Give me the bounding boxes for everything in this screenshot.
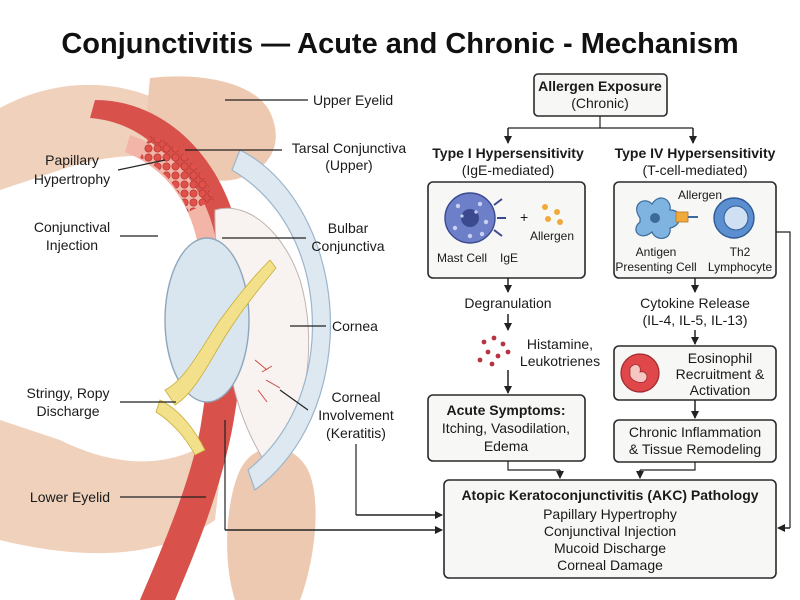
label-th2-1: Th2	[730, 245, 751, 259]
histamine-dots-icon	[477, 335, 511, 367]
acute-title: Acute Symptoms:	[446, 402, 565, 418]
label-th2-2: Lymphocyte	[708, 260, 773, 274]
label-cytokine-1: Cytokine Release	[640, 295, 750, 311]
cornea-dome	[231, 149, 332, 491]
label-tarsal-1: Tarsal Conjunctiva	[292, 140, 407, 156]
label-eos-2: Recruitment &	[676, 366, 765, 382]
acute-symptoms-box	[427, 394, 586, 462]
chronic-to-akc-connector	[640, 462, 696, 471]
lower-contour	[0, 420, 225, 554]
label-allergen-top: Allergen	[678, 188, 722, 202]
allergen-dots-icon	[542, 204, 563, 225]
label-cornea: Cornea	[332, 318, 378, 334]
label-apc-1: Antigen	[636, 245, 677, 259]
stringy-discharge-2	[155, 399, 206, 456]
th2-icon	[713, 197, 755, 239]
eye-anatomy	[0, 76, 332, 600]
type1-heading: Type I Hypersensitivity	[432, 145, 584, 161]
allergen-binding-icon	[675, 211, 698, 223]
label-papillary-2: Hypertrophy	[34, 171, 110, 187]
label-mast-cell: Mast Cell	[437, 251, 487, 265]
label-upper-eyelid: Upper Eyelid	[313, 92, 393, 108]
type4-subheading: (T-cell-mediated)	[642, 162, 747, 178]
akc-title: Atopic Keratoconjunctivitis (AKC) Pathol…	[461, 487, 758, 503]
stringy-discharge	[164, 259, 277, 406]
lower-eyelid-shape	[227, 447, 316, 600]
label-bulbar-1: Bulbar	[328, 220, 369, 236]
label-stringy-2: Discharge	[36, 403, 99, 419]
akc-pathology-box	[443, 479, 777, 579]
label-histamine-1: Histamine,	[527, 336, 593, 352]
label-allergen-small: Allergen	[530, 229, 574, 243]
label-tarsal-2: (Upper)	[325, 157, 372, 173]
label-histamine-2: Leukotrienes	[520, 353, 600, 369]
label-cytokine-2: (IL-4, IL-5, IL-13)	[642, 312, 747, 328]
label-apc-2: Presenting Cell	[615, 260, 696, 274]
label-lower-eyelid: Lower Eyelid	[30, 489, 110, 505]
label-bulbar-2: Conjunctiva	[311, 238, 384, 254]
anatomy-leaders	[117, 99, 326, 498]
label-stringy-1: Stringy, Ropy	[27, 385, 110, 401]
acute-to-akc-connector	[507, 461, 560, 471]
page-title: Conjunctivitis — Acute and Chronic - Mec…	[61, 28, 738, 60]
type4-heading: Type IV Hypersensitivity	[615, 145, 776, 161]
plus-sign: +	[520, 209, 528, 225]
label-eos-3: Activation	[690, 382, 751, 398]
label-corneal-3: (Keratitis)	[326, 425, 386, 441]
allergen-exposure-title: Allergen Exposure	[538, 78, 662, 94]
chronic-line-1: Chronic Inflammation	[629, 424, 761, 440]
label-papillary-1: Papillary	[45, 152, 99, 168]
label-corneal-2: Involvement	[318, 407, 394, 423]
split-connector	[508, 116, 693, 129]
mast-cell-icon	[444, 192, 506, 244]
akc-item-1: Papillary Hypertrophy	[543, 506, 677, 522]
allergen-exposure-sub: (Chronic)	[571, 95, 629, 111]
anatomy-labels: Upper Eyelid Tarsal Conjunctiva (Upper) …	[27, 92, 407, 505]
eyelid-contour	[0, 84, 225, 190]
type4-side-connector	[776, 231, 791, 528]
type1-subheading: (IgE-mediated)	[462, 162, 555, 178]
acute-line-3: Edema	[484, 438, 529, 454]
papillary-bumps	[140, 135, 214, 212]
acute-line-2: Itching, Vasodilation,	[442, 420, 570, 436]
lens-shape	[164, 237, 250, 403]
label-ige: IgE	[500, 251, 518, 265]
akc-item-2: Conjunctival Injection	[544, 523, 676, 539]
label-eos-1: Eosinophil	[688, 350, 753, 366]
label-injection-1: Conjunctival	[34, 219, 110, 235]
eosinophil-icon	[620, 353, 660, 393]
label-degranulation: Degranulation	[464, 295, 551, 311]
label-injection-2: Injection	[46, 237, 98, 253]
akc-item-3: Mucoid Discharge	[554, 540, 666, 556]
label-corneal-1: Corneal	[331, 389, 380, 405]
akc-item-4: Corneal Damage	[557, 557, 663, 573]
vessels	[254, 359, 281, 403]
chronic-line-2: & Tissue Remodeling	[629, 441, 761, 457]
